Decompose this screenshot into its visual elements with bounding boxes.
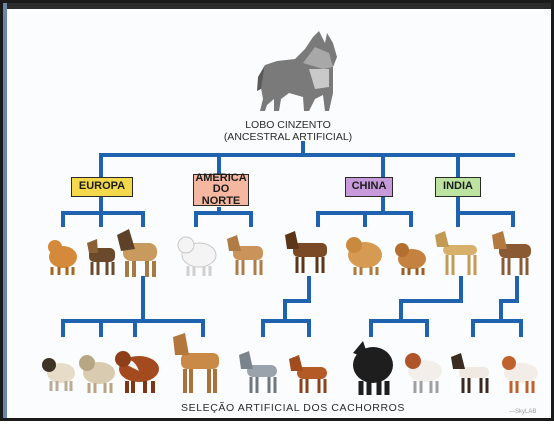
chow-chow-dog-image xyxy=(346,237,382,275)
tree-lines xyxy=(42,31,538,395)
diagram-caption: SELEÇÃO ARTIFICIAL DOS CACHORROS xyxy=(181,402,405,414)
root-line1: LOBO CINZENTO xyxy=(245,119,331,131)
root-line2: (ANCESTRAL ARTIFICIAL) xyxy=(223,131,353,144)
gray-wolf-image xyxy=(257,31,337,111)
pug-dog-image xyxy=(42,358,75,391)
pomeranian-dog-image xyxy=(48,240,77,275)
shiba-dog-image xyxy=(289,355,327,393)
region-label-america: AMERICA DO NORTE xyxy=(193,171,249,207)
saluki-dog-image xyxy=(435,231,477,275)
root-node-label: LOBO CINZENTO (ANCESTRAL ARTIFICIAL) xyxy=(208,119,368,143)
brittany-dog-image xyxy=(502,356,538,393)
gray-husky-dog-image xyxy=(239,351,277,393)
region-label-china: CHINA xyxy=(345,177,393,197)
region-label-india-text: INDIA xyxy=(443,180,473,193)
samoyed-dog-image xyxy=(177,236,217,276)
pekingese-dog-image xyxy=(395,243,426,275)
region-label-europa-text: EUROPA xyxy=(78,180,126,193)
region-label-america-line1: AMERICA xyxy=(195,171,247,184)
terrier-dog-image xyxy=(87,239,115,275)
spaniel-dog-image xyxy=(405,353,442,393)
credit-text: —SkyLAB xyxy=(509,409,537,415)
region-label-india: INDIA xyxy=(435,177,481,197)
pointer-dog-image xyxy=(451,353,489,393)
chinese-dog-image xyxy=(285,231,327,273)
region-label-america-line2: DO NORTE xyxy=(201,183,241,207)
afghan-hound-dog-image xyxy=(353,341,393,395)
region-label-europa: EUROPA xyxy=(71,177,133,197)
husky-dog-image xyxy=(227,235,263,275)
mastiff-dog-image xyxy=(117,229,157,277)
hound-dog-image xyxy=(492,231,531,275)
great-dane-dog-image xyxy=(173,333,219,393)
saint-bernard-dog-image xyxy=(115,351,159,393)
bullmastiff-dog-image xyxy=(79,355,115,393)
region-label-china-text: CHINA xyxy=(351,180,387,193)
